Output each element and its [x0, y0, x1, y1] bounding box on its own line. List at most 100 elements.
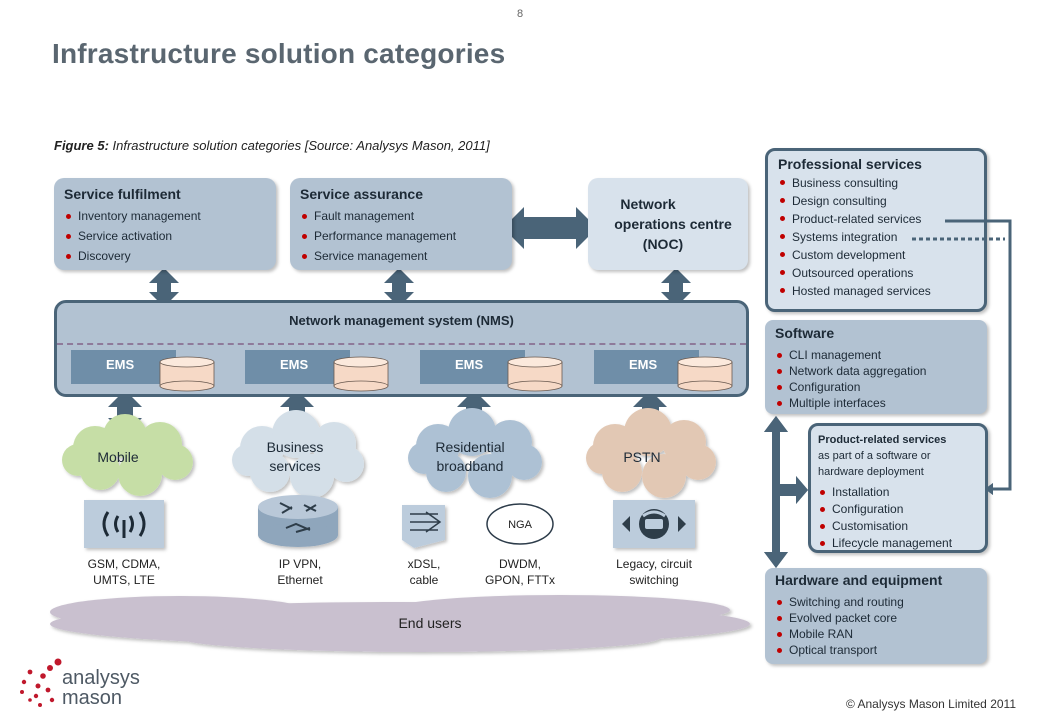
- service-fulfilment-title: Service fulfilment: [64, 186, 181, 202]
- gsm-label: GSM, CDMA, UMTS, LTE: [74, 556, 174, 588]
- professional-services-box: Professional services Business consultin…: [765, 148, 987, 312]
- list-item: Outsourced operations: [778, 264, 974, 282]
- list-item: CLI management: [775, 347, 977, 363]
- dwdm-line-2: GPON, FTTx: [485, 573, 555, 587]
- analysys-mason-logo: analysys mason: [62, 668, 140, 708]
- residential-broadband-line-2: broadband: [436, 458, 504, 474]
- dwdm-line-1: DWDM,: [499, 557, 541, 571]
- logo-line-2: mason: [62, 687, 123, 709]
- arrow-assurance-nms: [384, 268, 414, 307]
- ems-block-2: EMS: [245, 350, 350, 384]
- pstn-cloud: [586, 408, 716, 498]
- software-title: Software: [775, 325, 835, 341]
- nms-panel: Network management system (NMS): [54, 300, 749, 397]
- nms-title: Network management system (NMS): [289, 313, 514, 328]
- product-related-line-2: as part of a software or: [818, 450, 931, 462]
- analysys-mason-logo-mark: [20, 658, 62, 707]
- router-icon: [258, 495, 338, 547]
- list-item: Configuration: [818, 501, 978, 518]
- noc-box: Network operations centre (NOC): [588, 178, 748, 270]
- ems-block-3: EMS: [420, 350, 525, 384]
- service-fulfilment-box: Service fulfilment Inventory management …: [54, 178, 276, 270]
- arrow-noc-nms: [661, 268, 691, 307]
- figure-caption-text: Infrastructure solution categories [Sour…: [108, 138, 490, 153]
- list-item: Inventory management: [64, 206, 266, 226]
- product-related-box: Product-related services as part of a so…: [808, 423, 988, 553]
- list-item: Configuration: [775, 379, 977, 395]
- ipvpn-line-1: IP VPN,: [278, 557, 322, 571]
- list-item: Lifecycle management: [818, 535, 978, 552]
- list-item: Systems integration: [778, 228, 974, 246]
- figure-label: Figure 5:: [54, 138, 109, 153]
- list-item: Performance management: [300, 226, 502, 246]
- residential-broadband-label: Residential broadband: [420, 438, 520, 476]
- list-item: Service activation: [64, 226, 266, 246]
- list-item: Business consulting: [778, 174, 974, 192]
- ems-block-4: EMS: [594, 350, 699, 384]
- product-related-title: Product-related services: [818, 434, 947, 446]
- arrow-assurance-noc: [503, 207, 597, 249]
- nms-divider: [57, 343, 746, 345]
- xdsl-line-1: xDSL,: [407, 557, 441, 571]
- business-services-cloud: [232, 410, 364, 498]
- business-services-line-2: services: [269, 458, 321, 474]
- noc-line-1: Network: [620, 196, 676, 212]
- residential-broadband-line-1: Residential: [435, 439, 505, 455]
- xdsl-line-2: cable: [409, 573, 439, 587]
- list-item: Service management: [300, 246, 502, 266]
- service-assurance-box: Service assurance Fault management Perfo…: [290, 178, 512, 270]
- telephone-switch-icon: [613, 500, 695, 548]
- list-item: Product-related services: [778, 210, 974, 228]
- list-item: Discovery: [64, 246, 266, 266]
- product-related-list: Installation Configuration Customisation…: [818, 484, 978, 552]
- hardware-list: Switching and routing Evolved packet cor…: [775, 594, 977, 658]
- list-item: Hosted managed services: [778, 282, 974, 300]
- logo-line-1: analysys: [62, 667, 140, 689]
- hardware-title: Hardware and equipment: [775, 572, 943, 588]
- list-item: Switching and routing: [775, 594, 977, 610]
- legacy-label: Legacy, circuit switching: [600, 556, 708, 588]
- software-box: Software CLI management Network data agg…: [765, 320, 987, 414]
- end-users-label: End users: [398, 615, 462, 631]
- gsm-line-1: GSM, CDMA,: [87, 557, 161, 571]
- list-item: Installation: [818, 484, 978, 501]
- service-assurance-list: Fault management Performance management …: [300, 206, 502, 266]
- product-related-line-3: hardware deployment: [818, 466, 924, 478]
- service-assurance-title: Service assurance: [300, 186, 423, 202]
- list-item: Evolved packet core: [775, 610, 977, 626]
- hardware-box: Hardware and equipment Switching and rou…: [765, 568, 987, 664]
- list-item: Custom development: [778, 246, 974, 264]
- arrow-software-hardware: [764, 416, 808, 568]
- list-item: Design consulting: [778, 192, 974, 210]
- professional-services-list: Business consulting Design consulting Pr…: [778, 174, 974, 300]
- professional-services-title: Professional services: [778, 156, 922, 172]
- list-item: Fault management: [300, 206, 502, 226]
- mobile-cloud: [62, 414, 193, 496]
- figure-caption: Figure 5: Infrastructure solution catego…: [54, 138, 490, 153]
- business-services-label: Business services: [245, 438, 345, 476]
- noc-line-3: (NOC): [642, 236, 684, 252]
- nga-badge-label: NGA: [508, 519, 532, 531]
- dwdm-label: DWDM, GPON, FTTx: [470, 556, 570, 588]
- noc-line-2: operations centre: [614, 216, 732, 232]
- ipvpn-label: IP VPN, Ethernet: [250, 556, 350, 588]
- mobile-antenna-icon: [84, 500, 164, 548]
- business-services-line-1: Business: [266, 439, 324, 455]
- legacy-line-2: switching: [629, 573, 679, 587]
- mobile-label: Mobile: [97, 449, 139, 465]
- nga-badge: [486, 503, 554, 545]
- software-list: CLI management Network data aggregation …: [775, 347, 977, 411]
- legacy-line-1: Legacy, circuit: [616, 557, 692, 571]
- ipvpn-line-2: Ethernet: [277, 573, 323, 587]
- gsm-line-2: UMTS, LTE: [93, 573, 155, 587]
- list-item: Multiple interfaces: [775, 395, 977, 411]
- residential-broadband-cloud: [408, 408, 542, 498]
- dsl-modem-icon: [402, 505, 445, 548]
- copyright-notice: © Analysys Mason Limited 2011: [845, 697, 1016, 711]
- xdsl-label: xDSL, cable: [394, 556, 454, 588]
- arrow-fulfilment-nms: [149, 268, 179, 307]
- list-item: Optical transport: [775, 642, 977, 658]
- list-item: Mobile RAN: [775, 626, 977, 642]
- list-item: Customisation: [818, 518, 978, 535]
- page-title: Infrastructure solution categories: [52, 38, 506, 69]
